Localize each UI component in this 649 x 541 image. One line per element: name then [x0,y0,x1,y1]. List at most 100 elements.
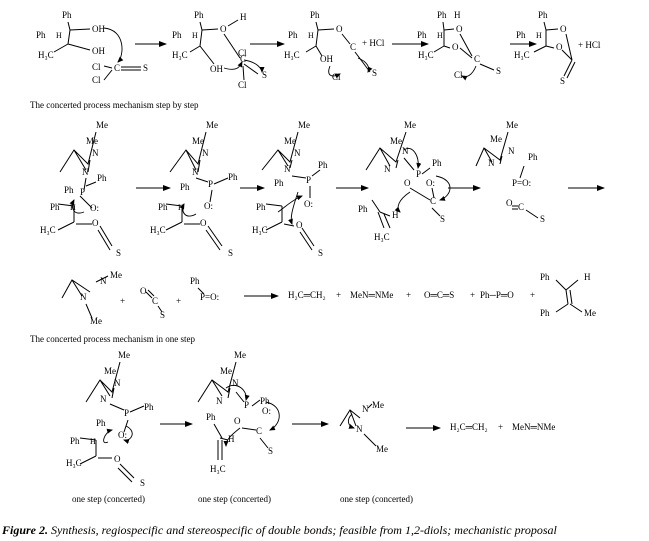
label-me: Me [234,350,246,360]
label-ph: Ph [538,10,548,20]
label-c: C [474,54,480,64]
label-s: S [560,76,565,86]
label-o: O [296,220,303,230]
label-ph: Ph [432,158,442,168]
label-c: C [350,42,356,52]
label-o: O [506,198,513,208]
label-ph: Ph [528,152,538,162]
label-ph: Ph [190,276,200,286]
label-c: C [114,63,120,73]
stilbene-product: Ph H Ph Me [540,272,596,318]
label-n: N [92,148,99,158]
label-me: Me [506,120,518,130]
label-s: S [116,248,121,258]
label-p: P [208,179,213,189]
label-oh: OH [320,54,333,64]
label-cl: Cl [238,48,247,58]
label-p: P [124,408,129,418]
step-caption-1: one step (concerted) [72,494,145,504]
label-n: N [216,396,223,406]
label-n: N [114,378,121,388]
label-cl: Cl [92,62,101,72]
label-h3c: H₃C [40,225,56,235]
label-ph: Ph [180,182,190,192]
label-s: S [540,214,545,224]
phosphorane-4: Me Me N N P Ph O: O Ph H H₃C C S [358,120,451,242]
label-po: P=O: [200,292,219,302]
label-o: O [336,24,343,34]
label-n: N [362,404,369,414]
row1-mechanism: Ph Ph H OH OH H₃C Cl Cl C S Ph Ph H O H … [30,10,601,110]
plus-sign: + [530,290,535,300]
step-caption-2: one step (concerted) [198,494,271,504]
label-o: O: [262,406,271,416]
label-h: H [392,210,399,220]
label-me: Me [284,136,296,146]
label-plus-hcl: + HCl [578,40,601,50]
phosphorane-3: Me Me N N P Ph Ph Ph O: O H₃C S [252,120,328,258]
label-s: S [262,70,267,80]
diol-thiophosgene: Ph Ph H OH OH H₃C Cl Cl C S [36,10,148,85]
label-h3c: H₃C [374,232,390,242]
label-me: Me [372,400,384,410]
label-h3c: H₃C [252,225,268,235]
label-ph: Ph [310,10,320,20]
label-n: N [488,158,495,168]
label-o: O [234,416,241,426]
label-me: Me [404,120,416,130]
label-ph: Ph [50,202,60,212]
label-h3c: H₃C [284,50,300,60]
label-ph: Ph [417,30,427,40]
product-ethylene: H₂C═CH₂ [450,422,488,432]
label-s: S [318,248,323,258]
label-o: O [456,24,463,34]
intermediate-3: Ph Ph H O H₃C OH C Cl S + HCl [284,10,385,82]
phosphorane-1: Me Me N N P Ph Ph Ph H O: O H₃C S [40,120,121,258]
label-n: N [100,394,107,404]
label-s: S [440,214,445,224]
label-me: Me [192,136,204,146]
label-o: O: [90,203,99,213]
label-h: H [536,31,542,40]
label-ph: Ph [228,172,238,182]
label-s: S [228,248,233,258]
label-plus-hcl: + HCl [362,38,385,48]
plus-sign: + [470,290,475,300]
product-azo: MeN═NMe [512,422,555,432]
label-c: C [518,202,524,212]
label-me: Me [390,136,402,146]
label-h: H [70,203,76,212]
label-o: O [92,218,99,228]
phosphorane-2: Me Me N N P Ph Ph Ph H O: O H₃C S [150,120,238,258]
label-p: P [306,175,311,185]
label-cl: Cl [454,70,463,80]
product-azo: MeN═NMe [350,290,393,300]
label-ph: Ph [206,412,216,422]
label-ph: Ph [318,160,328,170]
plus-sign: + [120,296,125,306]
label-o: O [200,218,207,228]
label-n: N [192,167,199,177]
figure-text: Synthesis, regiospecific and stereospeci… [48,523,557,537]
label-ph: Ph [62,10,72,20]
plus-sign: + [498,422,503,432]
label-me: Me [298,120,310,130]
label-n: N [284,164,291,174]
label-n: N [232,378,239,388]
label-p: P [416,169,421,179]
label-ph: Ph [97,173,107,183]
intermediate-4: Ph Ph H H O O H₃C Cl C S [417,10,501,81]
label-h: H [584,272,591,282]
figure-label: Figure 2. [1,523,48,537]
label-n: N [80,292,87,302]
label-o: O: [426,178,435,188]
label-c: C [152,296,158,306]
phpo-fragment: Ph P=O: [190,276,219,302]
label-oh: OH [92,24,105,34]
row3-caption: The concerted process mechanism in one s… [30,334,195,344]
label-s: S [143,63,148,73]
label-h: H [437,31,443,40]
diaziridine: Me N N Me [61,270,122,326]
label-n: N [100,276,107,286]
label-s: S [160,310,165,320]
